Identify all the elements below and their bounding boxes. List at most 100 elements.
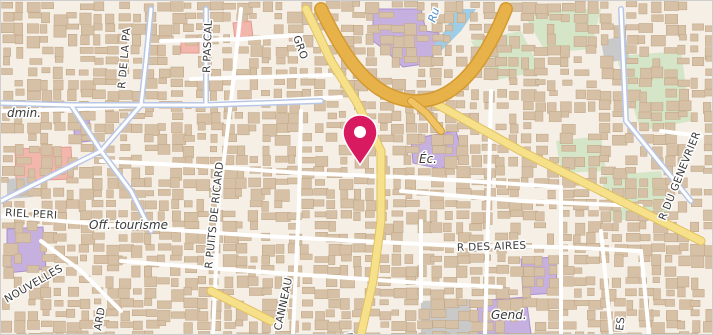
building bbox=[586, 232, 596, 244]
building bbox=[144, 276, 158, 287]
building bbox=[611, 234, 622, 242]
building bbox=[548, 331, 562, 334]
building bbox=[417, 288, 431, 296]
building bbox=[443, 134, 454, 145]
building bbox=[588, 24, 600, 34]
building bbox=[185, 12, 196, 19]
building bbox=[417, 168, 431, 176]
building bbox=[65, 69, 75, 76]
building bbox=[286, 122, 301, 132]
building bbox=[704, 123, 712, 133]
building bbox=[534, 321, 547, 331]
building bbox=[106, 189, 114, 199]
building bbox=[93, 310, 107, 317]
building bbox=[262, 278, 273, 288]
building bbox=[600, 133, 608, 140]
building bbox=[562, 332, 572, 334]
building bbox=[599, 123, 611, 134]
building bbox=[665, 112, 681, 120]
building bbox=[600, 34, 609, 46]
building bbox=[520, 13, 534, 21]
building bbox=[104, 123, 114, 135]
building bbox=[237, 90, 252, 100]
building bbox=[600, 23, 614, 30]
building bbox=[534, 110, 544, 122]
building bbox=[392, 79, 406, 90]
building bbox=[42, 308, 50, 316]
building bbox=[403, 23, 417, 36]
building bbox=[494, 311, 503, 319]
building bbox=[120, 321, 135, 328]
building bbox=[497, 332, 506, 334]
building bbox=[105, 111, 120, 124]
building bbox=[300, 311, 313, 319]
building bbox=[562, 210, 570, 217]
building bbox=[105, 23, 116, 32]
building bbox=[430, 298, 445, 311]
building bbox=[261, 188, 271, 195]
building bbox=[508, 333, 523, 334]
building bbox=[287, 112, 300, 124]
building bbox=[14, 165, 25, 176]
building bbox=[444, 298, 459, 309]
building bbox=[2, 201, 13, 208]
building bbox=[508, 25, 521, 32]
building bbox=[533, 267, 546, 277]
building bbox=[640, 234, 651, 242]
building bbox=[299, 178, 312, 190]
building bbox=[691, 90, 706, 98]
building bbox=[652, 177, 668, 189]
building bbox=[185, 232, 198, 244]
location-marker[interactable] bbox=[342, 114, 378, 167]
building bbox=[315, 123, 324, 133]
building bbox=[183, 297, 199, 309]
building bbox=[496, 45, 512, 53]
building bbox=[261, 57, 270, 64]
building bbox=[638, 255, 651, 263]
building bbox=[247, 210, 259, 222]
building bbox=[66, 331, 79, 334]
building bbox=[170, 311, 186, 319]
building bbox=[431, 45, 442, 56]
building bbox=[78, 244, 89, 253]
building bbox=[536, 145, 548, 155]
building bbox=[105, 56, 119, 65]
building bbox=[288, 154, 296, 164]
building bbox=[663, 1, 679, 11]
building bbox=[405, 199, 420, 207]
building bbox=[624, 133, 634, 143]
building bbox=[172, 112, 184, 121]
building bbox=[547, 255, 560, 265]
building bbox=[444, 211, 453, 220]
building bbox=[379, 265, 390, 273]
building bbox=[614, 254, 624, 267]
building bbox=[692, 320, 701, 333]
building bbox=[222, 220, 238, 232]
building bbox=[638, 23, 654, 33]
building bbox=[210, 146, 218, 153]
building bbox=[703, 209, 712, 221]
building bbox=[430, 309, 447, 319]
building bbox=[249, 58, 259, 69]
building bbox=[262, 135, 271, 143]
building bbox=[183, 23, 194, 33]
building bbox=[144, 124, 160, 136]
building bbox=[325, 132, 338, 142]
building bbox=[92, 178, 103, 191]
building bbox=[261, 201, 269, 212]
building bbox=[546, 33, 556, 45]
building bbox=[535, 133, 549, 142]
building bbox=[521, 44, 536, 52]
building bbox=[625, 1, 638, 8]
building bbox=[509, 123, 519, 134]
building bbox=[380, 102, 395, 111]
label-street-ard: ARD bbox=[92, 306, 108, 331]
building bbox=[209, 80, 224, 92]
building bbox=[600, 211, 611, 223]
building bbox=[40, 144, 53, 156]
building bbox=[353, 199, 365, 212]
building bbox=[236, 332, 252, 334]
building bbox=[26, 36, 41, 49]
building bbox=[79, 167, 94, 179]
